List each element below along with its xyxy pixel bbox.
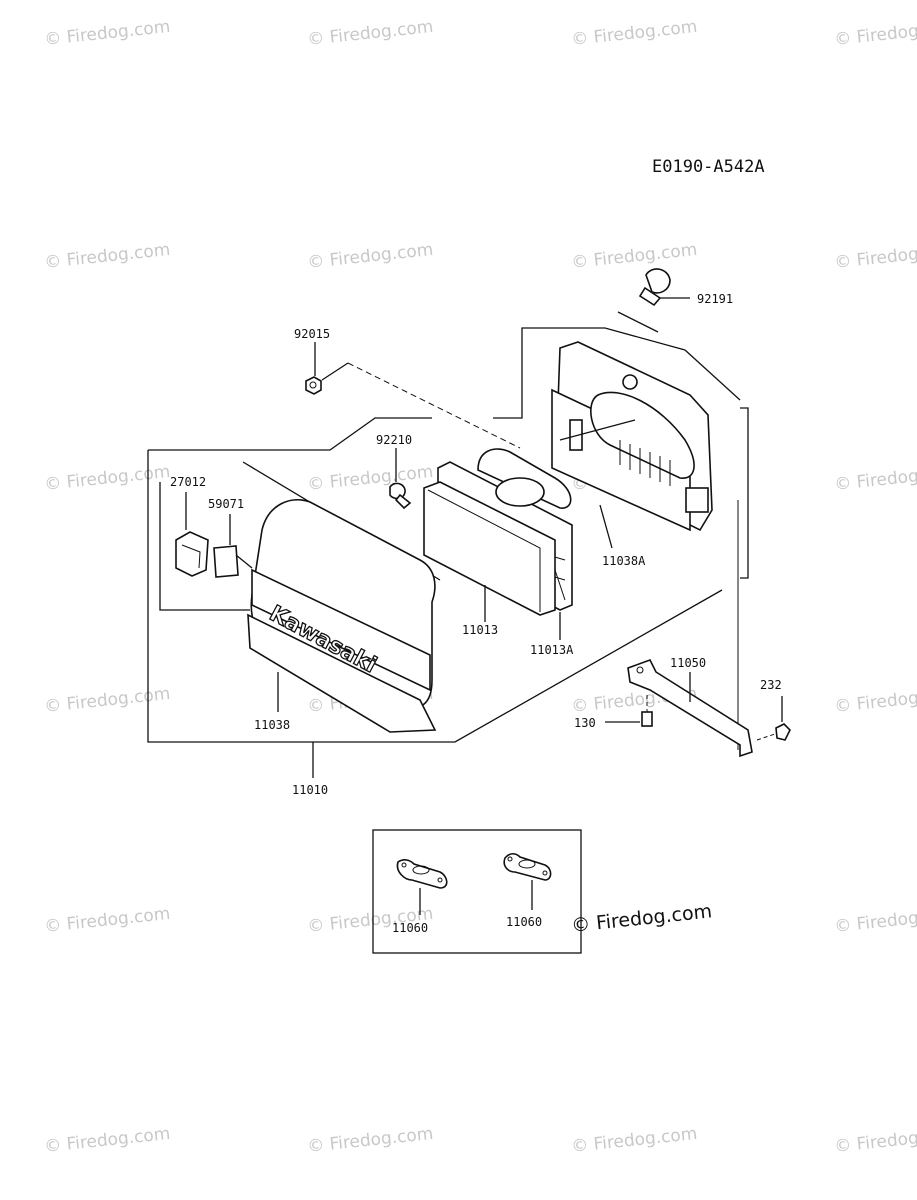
watermark: © Firedog.com [306, 1124, 434, 1157]
air-cleaner-base [551, 341, 713, 549]
label-92210: 92210 [376, 433, 412, 447]
watermark: © Firedog.com [43, 462, 171, 495]
watermark: © Firedog.com [833, 17, 917, 50]
label-232: 232 [760, 678, 782, 692]
watermark: © Firedog.com [43, 904, 171, 937]
label-11050: 11050 [670, 656, 706, 670]
clamp-92210 [389, 448, 412, 510]
watermark: © Firedog.com [43, 240, 171, 273]
watermark: © Firedog.com [570, 17, 698, 50]
watermark: © Firedog.com [833, 684, 917, 717]
watermark-main: © Firedog.com [570, 900, 713, 937]
watermark: © Firedog.com [833, 462, 917, 495]
label-11060-right: 11060 [506, 915, 542, 929]
bolt-232 [756, 696, 791, 741]
knob-92191 [638, 268, 690, 307]
air-filter-element [423, 481, 556, 622]
watermark: © Firedog.com [306, 462, 434, 495]
watermark: © Firedog.com [306, 17, 434, 50]
clip-assembly [175, 492, 253, 578]
label-11013A: 11013A [530, 643, 574, 657]
watermark: © Firedog.com [306, 240, 434, 273]
watermark: © Firedog.com [833, 240, 917, 273]
label-11013: 11013 [462, 623, 498, 637]
watermark: © Firedog.com [570, 1124, 698, 1157]
bolt-130 [605, 695, 653, 727]
watermark: © Firedog.com [570, 240, 698, 273]
bracket-11050 [627, 659, 753, 758]
label-11038A: 11038A [602, 554, 646, 568]
label-92015: 92015 [294, 327, 330, 341]
watermark: © Firedog.com [833, 904, 917, 937]
label-11010: 11010 [292, 783, 328, 797]
part-labels: 92191 92015 92210 27012 59071 11038A 110… [170, 292, 782, 935]
air-cleaner-cover: Kawasaki [247, 499, 437, 733]
watermark: © Firedog.com [43, 17, 171, 50]
gasket-box [372, 829, 582, 954]
diagram-code: E0190-A542A [652, 157, 765, 177]
nut-92015 [305, 342, 521, 449]
watermark-grid: © Firedog.com © Firedog.com © Firedog.co… [43, 17, 917, 1157]
label-130: 130 [574, 716, 596, 730]
watermark: © Firedog.com [43, 684, 171, 717]
label-59071: 59071 [208, 497, 244, 511]
label-11060-left: 11060 [392, 921, 428, 935]
label-92191: 92191 [697, 292, 733, 306]
label-11038: 11038 [254, 718, 290, 732]
watermark: © Firedog.com [833, 1124, 917, 1157]
watermark: © Firedog.com [43, 1124, 171, 1157]
label-27012: 27012 [170, 475, 206, 489]
